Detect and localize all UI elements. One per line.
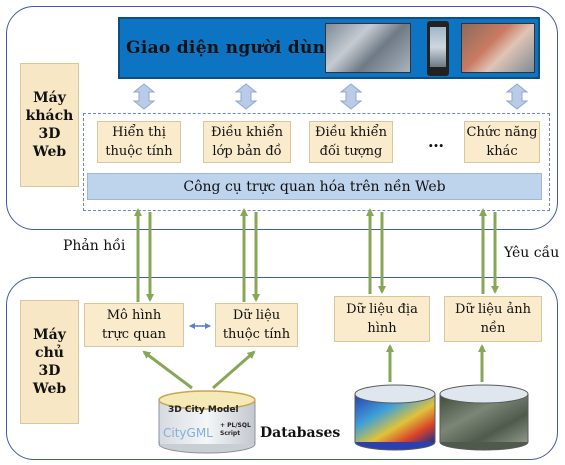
double-arrow-icon: [132, 83, 529, 110]
flow-arrows: [134, 208, 499, 390]
client-components-frame: [83, 113, 550, 211]
banner-title: Giao diện người dùng: [126, 38, 338, 58]
ellipsis: …: [428, 132, 444, 151]
citygml-label: CityGML: [163, 426, 213, 440]
terrain-database-cylinder: [354, 384, 436, 451]
databases-label: Databases: [260, 425, 341, 441]
plsql-script-label: + PL/SQL Script: [220, 422, 251, 437]
feedback-label: Phản hồi: [63, 238, 126, 254]
module-visual-model: Mô hình trực quan: [84, 303, 184, 347]
city-model-cylinder: [158, 390, 256, 454]
module-object-control: Điều khiển đối tượng: [309, 121, 393, 163]
web-visualization-toolbar: Công cụ trực quan hóa trên nền Web: [87, 173, 542, 200]
imagery-database-cylinder: [439, 384, 529, 451]
request-label: Yêu cầu: [504, 245, 560, 261]
server-side-label: Máy chủ 3D Web: [20, 300, 79, 424]
module-attribute-data: Dữ liệu thuộc tính: [215, 303, 298, 347]
module-display-attributes: Hiển thị thuộc tính: [97, 121, 181, 163]
module-background-image-data: Dữ liệu ảnh nền: [444, 296, 542, 342]
screenshot-thumbnail-3: [461, 23, 535, 73]
screenshot-thumbnail-2-screen: [430, 27, 446, 67]
city-model-title: 3D City Model: [168, 405, 239, 415]
client-side-label: Máy khách 3D Web: [20, 63, 79, 187]
module-other-functions: Chức năng khác: [464, 121, 540, 163]
module-map-layer-control: Điều khiển lớp bản đồ: [203, 121, 291, 163]
screenshot-thumbnail-1: [325, 23, 411, 73]
module-terrain-data: Dữ liệu địa hình: [334, 296, 430, 342]
